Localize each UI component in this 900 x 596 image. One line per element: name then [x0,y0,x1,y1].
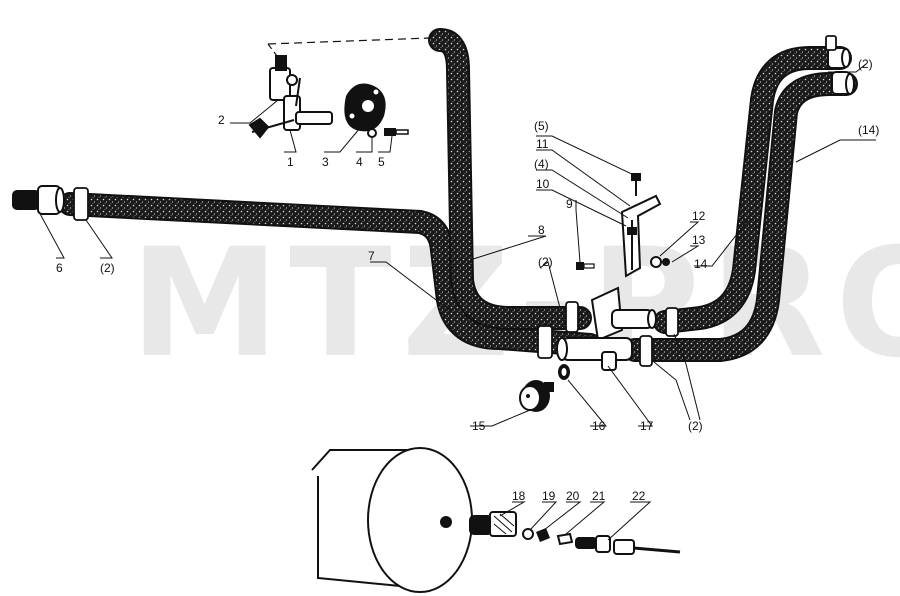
label-19: 19 [542,489,556,503]
label-20: 20 [566,489,580,503]
label-21: 21 [592,489,606,503]
label-16: 16 [592,419,606,433]
part-6-plug [12,185,65,215]
part-3-flange [344,83,386,132]
label-18: 18 [512,489,526,503]
fitting-top-right [827,47,855,95]
assembly-dashed-line [267,37,431,45]
part-1-2-valve [248,55,333,139]
label-6: 6 [56,261,63,275]
label-2: 2 [218,113,225,127]
part-4-washer [367,128,377,138]
hose-clamps [73,35,837,367]
fuel-tank [311,447,473,593]
part-15-cap [519,380,554,412]
label-ref-4: (4) [534,157,549,171]
label-4: 4 [356,155,363,169]
label-1: 1 [287,155,294,169]
part-17-tee [556,286,657,371]
label-7: 7 [368,249,375,263]
label-12: 12 [692,209,706,223]
label-ref-14: (14) [858,123,879,137]
part-18-connector [469,511,517,537]
part-5-bolt [384,128,409,136]
label-clamp-middle: (2) [538,255,553,269]
label-17: 17 [640,419,654,433]
label-clamp-left: (2) [100,261,115,275]
part-9-screw [576,262,595,270]
label-15: 15 [472,419,486,433]
part-12-washer [650,256,662,268]
part-20-clip [536,528,550,542]
label-ref-5: (5) [534,119,549,133]
leader-lines [37,63,876,541]
label-9: 9 [566,197,573,211]
part-10-11-bracket [620,173,662,278]
label-clamp-bottom: (2) [688,419,703,433]
part-labels: 2 1 3 4 5 6 (2) 7 8 (2) 9 (5) 11 (4) 10 … [56,57,879,503]
label-5: 5 [378,155,385,169]
label-11: 11 [536,137,549,151]
part-21-clip [556,532,574,546]
label-clamp-top-right: (2) [858,57,873,71]
part-13-nut [662,258,670,266]
label-10: 10 [536,177,550,191]
label-3: 3 [322,155,329,169]
part-22-fitting-pipe [575,535,681,555]
label-22: 22 [632,489,646,503]
label-14: 14 [694,257,708,271]
part-19-ball [522,528,534,540]
label-8: 8 [538,223,545,237]
label-13: 13 [692,233,706,247]
